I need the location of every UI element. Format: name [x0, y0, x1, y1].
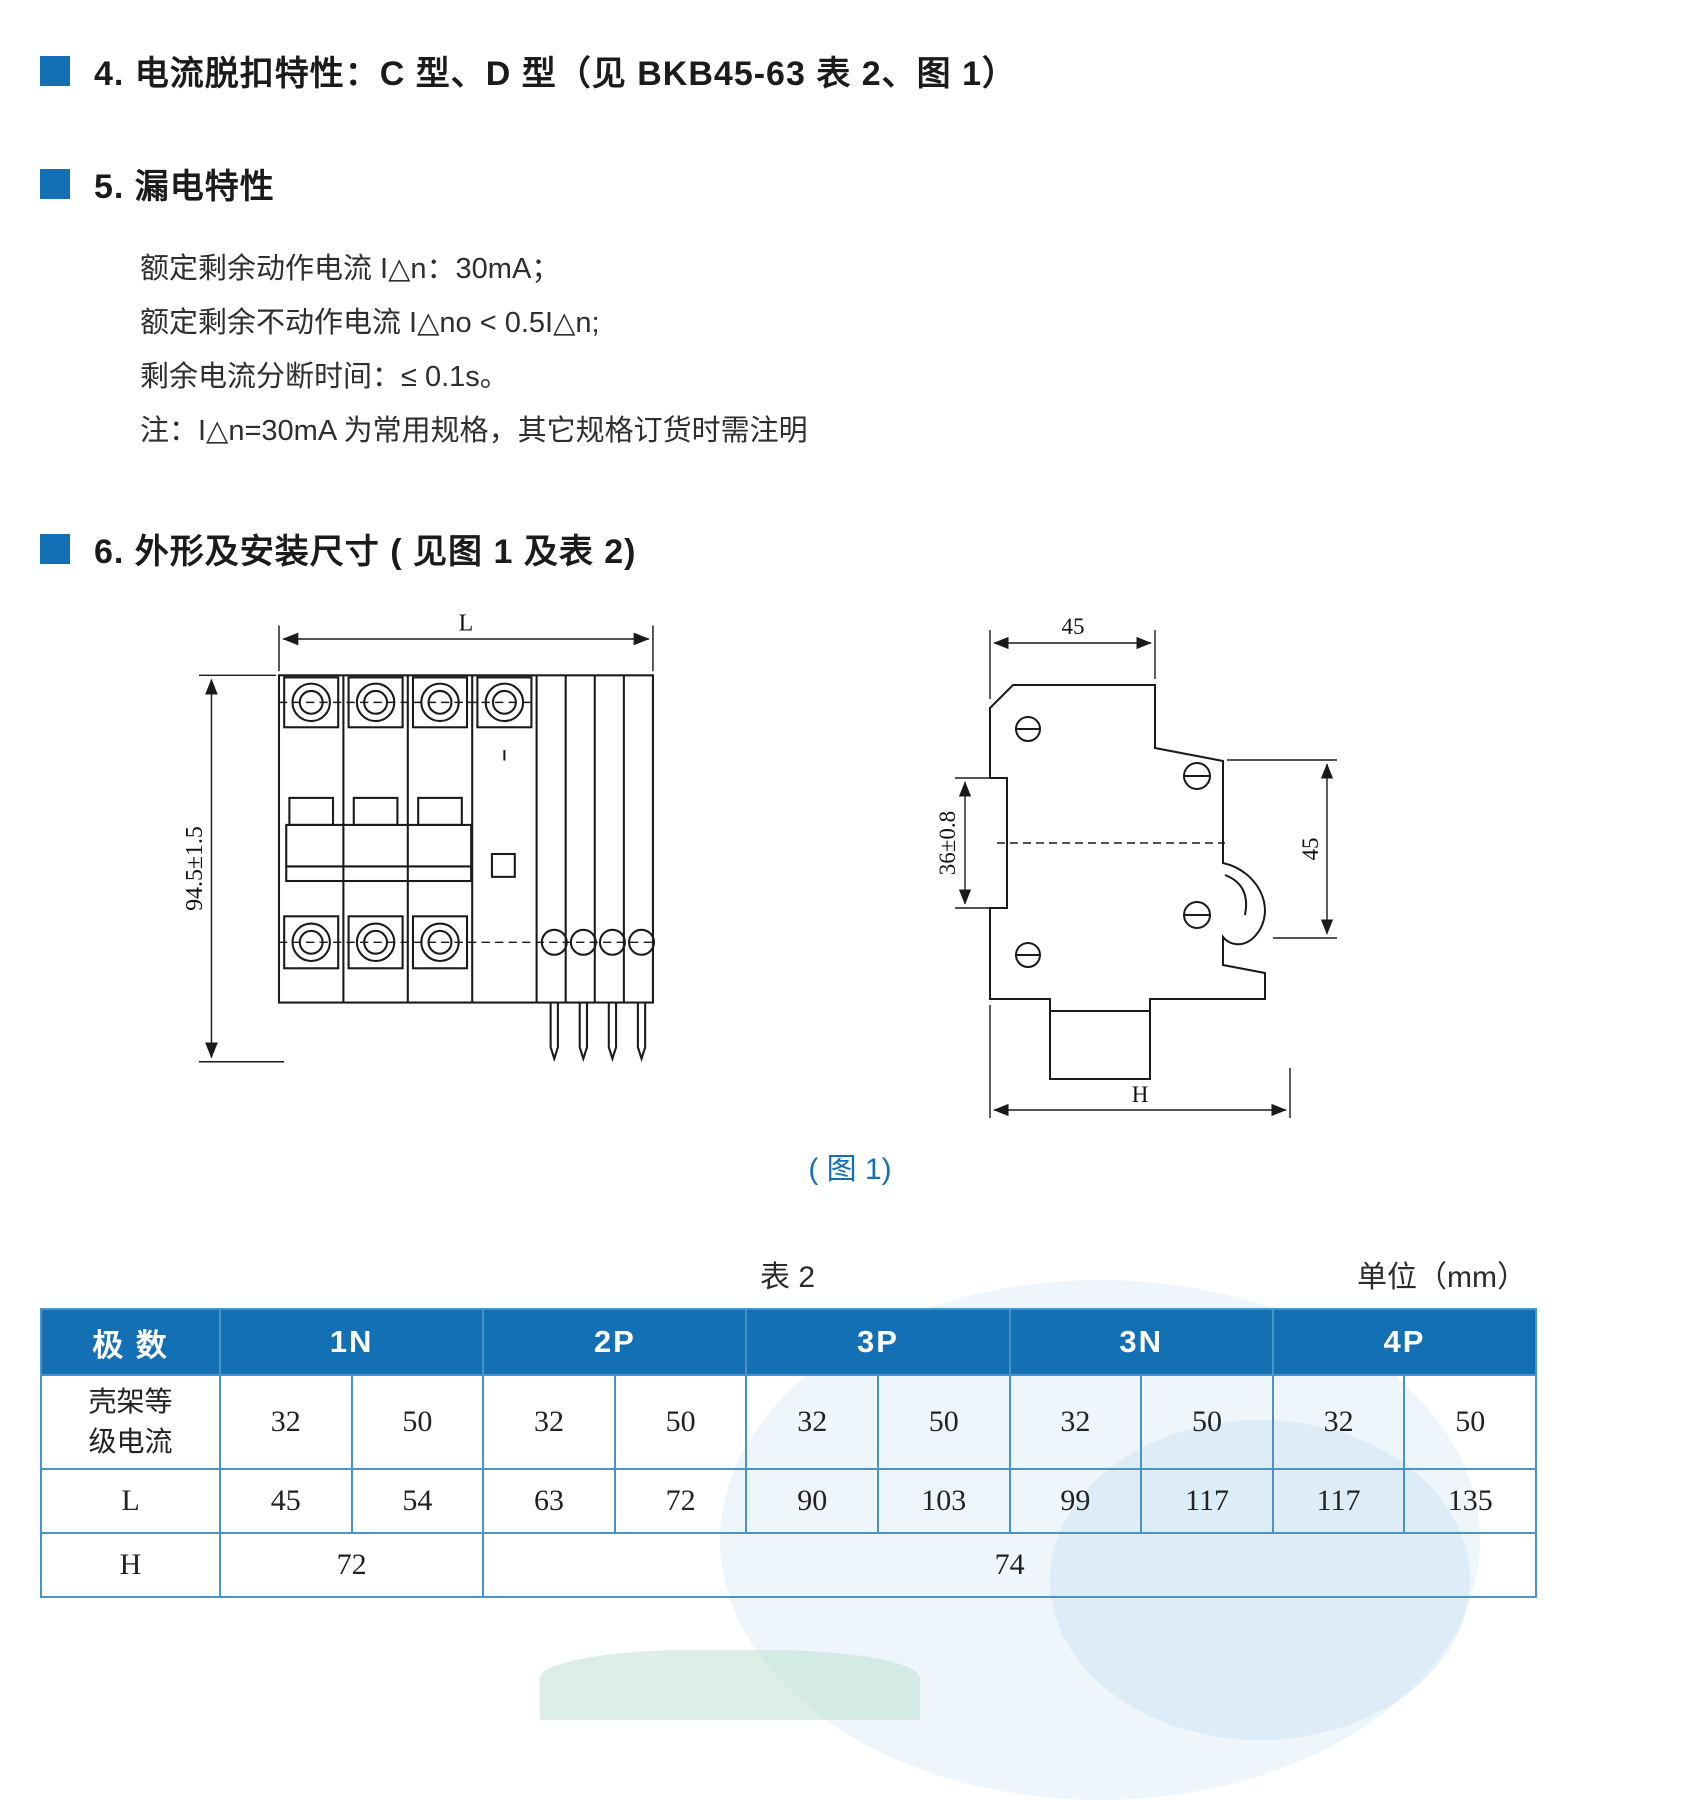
spec-line-breaking-time: 剩余电流分断时间：≤ 0.1s。 [140, 361, 509, 393]
table-cell: 117 [1140, 1468, 1274, 1534]
table-cell: 135 [1403, 1468, 1538, 1534]
side-dim-left-label: 36±0.8 [935, 811, 960, 875]
front-dimension-lines [198, 625, 654, 1063]
table-cell: 72 [613, 1468, 748, 1534]
table-cell: 32 [1008, 1374, 1143, 1470]
figure-1: L 94.5±1.5 [40, 613, 1660, 1136]
side-dim-top-label: 45 [1062, 614, 1085, 639]
row-label-H: H [40, 1532, 221, 1598]
spec-line-rated-operating-current: 额定剩余动作电流 I△n：30mA； [140, 253, 561, 285]
datasheet-page: 4. 电流脱扣特性：C 型、D 型（见 BKB45-63 表 2、图 1） 5.… [40, 46, 1660, 1598]
table-cell: 63 [482, 1468, 616, 1534]
section-bullet-icon [40, 55, 70, 86]
table-header-3P: 3P [745, 1308, 1011, 1376]
side-dimension-lines [955, 630, 1337, 1118]
spec-line-rated-non-operating-current: 额定剩余不动作电流 I△no < 0.5I△n; [140, 307, 600, 339]
table-cell: 74 [482, 1532, 1538, 1598]
spec-line-note: 注：I△n=30mA 为常用规格，其它规格订货时需注明 [140, 415, 808, 447]
table-2-title: 表 2 [759, 1261, 816, 1294]
table-meta-row: 表 2 单位（mm） [40, 1252, 1535, 1294]
front-dim-height-label: 94.5±1.5 [182, 826, 208, 911]
table-cell: 50 [1403, 1374, 1538, 1470]
table-row-frame-current: 壳架等 级电流 32 50 32 50 32 50 32 50 32 50 [40, 1374, 1538, 1470]
table-row-H: H 72 74 [40, 1532, 1538, 1598]
table-cell: 50 [613, 1374, 748, 1470]
table-cell: 32 [745, 1374, 879, 1470]
table-header-2P: 2P [482, 1308, 748, 1376]
table-cell: 32 [482, 1374, 616, 1470]
table-cell: 50 [350, 1374, 485, 1470]
table-cell: 32 [219, 1374, 353, 1470]
table-cell: 103 [877, 1468, 1011, 1534]
section-5-title: 5. 漏电特性 [94, 168, 275, 206]
row-label-frame-current: 壳架等 级电流 [40, 1374, 221, 1470]
section-bullet-icon [40, 168, 70, 199]
table-cell: 72 [218, 1532, 485, 1598]
table-row-L: L 45 54 63 72 90 103 99 117 117 135 [40, 1468, 1538, 1534]
table-unit-label: 单位（mm） [1357, 1261, 1527, 1294]
section-4-title: 4. 电流脱扣特性：C 型、D 型（见 BKB45-63 表 2、图 1） [94, 55, 1018, 93]
watermark-blob [540, 1650, 920, 1720]
side-view-body [989, 684, 1266, 1080]
table-cell: 90 [745, 1468, 879, 1534]
side-dim-right-label: 45 [1298, 838, 1323, 861]
table-cell: 50 [877, 1374, 1011, 1470]
table-header-poles: 极 数 [40, 1308, 221, 1376]
section-4-header: 4. 电流脱扣特性：C 型、D 型（见 BKB45-63 表 2、图 1） [40, 46, 1660, 95]
table-header-row: 极 数 1N 2P 3P 3N 4P [40, 1308, 1538, 1376]
figure-1-caption: ( 图 1) [808, 1153, 892, 1186]
section-bullet-icon [40, 533, 70, 564]
front-dim-width-label: L [459, 613, 474, 637]
section-6-header: 6. 外形及安装尺寸 ( 见图 1 及表 2) [40, 524, 1660, 573]
section-6-title: 6. 外形及安装尺寸 ( 见图 1 及表 2) [94, 533, 637, 571]
table-cell: 50 [1140, 1374, 1274, 1470]
table-header-1N: 1N [218, 1308, 485, 1376]
table-header-3N: 3N [1008, 1308, 1274, 1376]
table-header-4P: 4P [1271, 1308, 1538, 1376]
row-label-L: L [40, 1468, 221, 1534]
leakage-spec-lines: 额定剩余动作电流 I△n：30mA； 额定剩余不动作电流 I△no < 0.5I… [140, 242, 1660, 458]
table-cell: 45 [219, 1468, 353, 1534]
table-cell: 54 [350, 1468, 485, 1534]
dimensions-table-area: 表 2 单位（mm） 极 数 1N 2P 3P 3N 4P 壳架等 [40, 1252, 1538, 1598]
side-view-drawing: 45 36±0.8 45 H [935, 614, 1337, 1118]
side-dim-bottom-label: H [1132, 1082, 1149, 1107]
table-cell: 32 [1271, 1374, 1406, 1470]
dimensions-table: 极 数 1N 2P 3P 3N 4P 壳架等 级电流 32 50 32 50 3… [40, 1308, 1538, 1598]
section-5-header: 5. 漏电特性 [40, 159, 1660, 208]
front-view-body [277, 674, 656, 1063]
table-cell: 99 [1008, 1468, 1143, 1534]
table-cell: 117 [1271, 1468, 1406, 1534]
front-view-drawing: L 94.5±1.5 [182, 613, 656, 1063]
